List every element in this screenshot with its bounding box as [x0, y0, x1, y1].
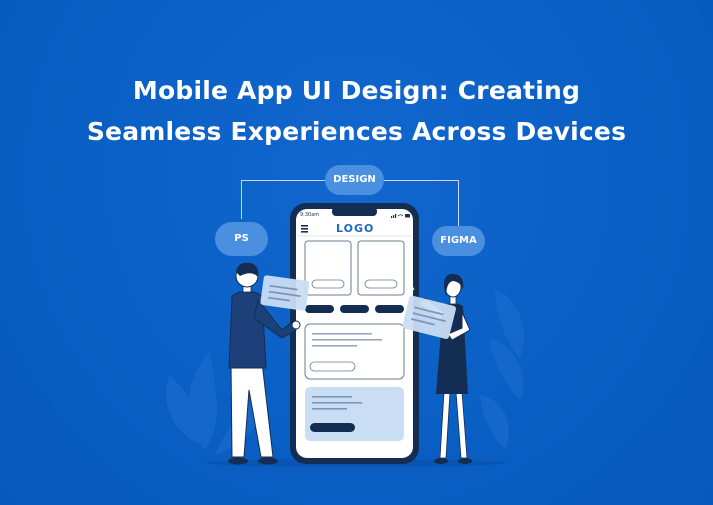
woman-leg-left: [439, 391, 451, 459]
nav-pill-1: [305, 305, 334, 313]
man-arm: [253, 298, 297, 339]
woman-panel: [402, 295, 456, 339]
menu-icon: [301, 225, 308, 233]
signal-icon: [391, 214, 397, 218]
product-card-1-button: [311, 279, 345, 289]
highlight-card: [305, 387, 404, 441]
motion-marks: [405, 283, 415, 293]
woman-leg-right: [455, 391, 468, 459]
figma-tag-label: FIGMA: [440, 235, 477, 246]
leaf-decoration-right: [480, 290, 524, 450]
content-line-3: [312, 345, 357, 347]
highlight-line-2: [312, 402, 362, 404]
content-line-2: [312, 339, 382, 341]
woman-shoe-right: [458, 458, 472, 464]
woman-hair: [443, 273, 464, 298]
man-figure: [228, 262, 301, 465]
content-card-button: [309, 361, 356, 372]
highlight-line-1: [312, 396, 352, 398]
product-card-2-button: [364, 279, 398, 289]
figma-tag: FIGMA: [432, 226, 485, 256]
design-tag: DESIGN: [325, 165, 384, 195]
man-panel: [260, 275, 310, 311]
man-shoe-right: [258, 457, 278, 465]
man-hair: [236, 262, 259, 277]
ps-tag-label: PS: [234, 233, 249, 244]
wifi-icon: [397, 214, 404, 217]
ps-tag: PS: [215, 222, 268, 256]
content-line-1: [312, 333, 372, 335]
page-title: Mobile App UI Design: Creating Seamless …: [0, 70, 713, 152]
title-line-1: Mobile App UI Design: Creating: [132, 76, 581, 105]
battery-icon: [405, 214, 410, 218]
highlight-line-3: [312, 408, 347, 410]
nav-pill-3: [375, 305, 404, 313]
nav-pill-2: [340, 305, 369, 313]
connector-right: [384, 180, 459, 227]
woman-shoe-left: [434, 458, 448, 464]
woman-arm-right: [447, 311, 471, 341]
highlight-card-button: [310, 423, 355, 432]
app-logo: LOGO: [336, 222, 375, 235]
status-time: 9:30am: [300, 212, 320, 218]
man-pants: [230, 361, 274, 458]
phone: [290, 203, 419, 464]
design-tag-label: DESIGN: [333, 174, 376, 185]
connector-left: [241, 180, 326, 219]
phone-notch: [332, 207, 377, 216]
man-hand: [291, 320, 301, 330]
man-shoe-left: [228, 457, 248, 465]
title-line-2: Seamless Experiences Across Devices: [86, 117, 627, 146]
